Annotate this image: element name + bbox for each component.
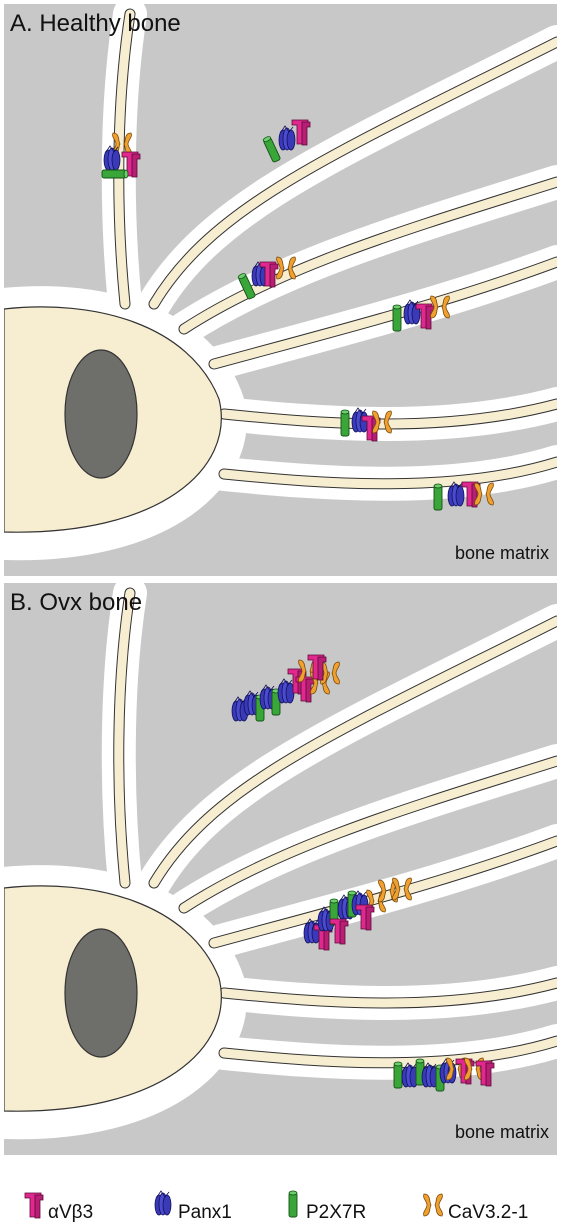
legend: αVβ3 Panx1 P2X7R CaV3.2-1	[0, 1180, 561, 1230]
nucleus	[65, 350, 137, 478]
panx1-icon	[148, 1188, 178, 1224]
legend-label: P2X7R	[306, 1202, 366, 1224]
panel-healthy-bone: A. Healthy bone bone matrix	[4, 4, 557, 576]
matrix-label: bone matrix	[455, 1122, 549, 1143]
legend-label: αVβ3	[48, 1202, 93, 1224]
p2x7r-icon	[278, 1188, 308, 1224]
legend-label: Panx1	[178, 1202, 232, 1224]
panel-title: A. Healthy bone	[10, 10, 181, 38]
panel-title: B. Ovx bone	[10, 589, 142, 617]
panel-ovx-bone: B. Ovx bone bone matrix	[4, 583, 557, 1155]
cav-icon	[418, 1188, 448, 1224]
osteocyte-diagram-healthy	[4, 4, 557, 576]
matrix-label: bone matrix	[455, 543, 549, 564]
nucleus	[65, 929, 137, 1057]
osteocyte-diagram-ovx	[4, 583, 557, 1155]
integrin-icon	[18, 1188, 48, 1224]
legend-label: CaV3.2-1	[448, 1202, 528, 1224]
